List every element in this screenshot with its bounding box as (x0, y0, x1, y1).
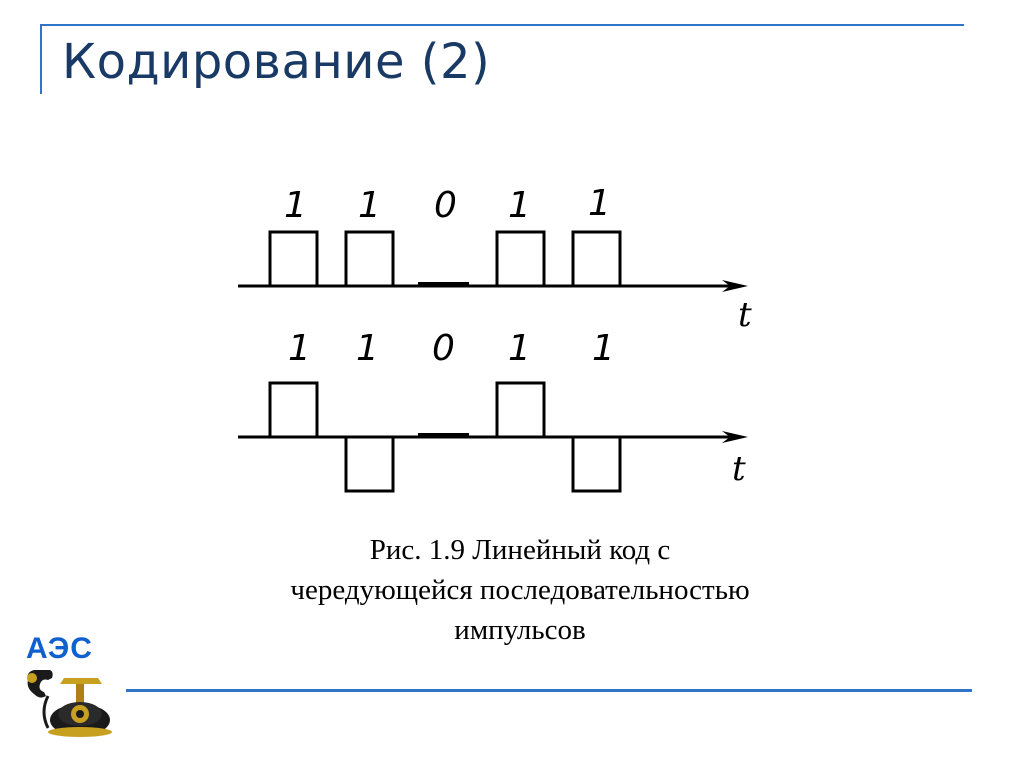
bit-label-1-4: 1 (508, 185, 531, 226)
bit-label-1-2: 1 (358, 185, 381, 226)
bit-label-2-5: 1 (592, 328, 615, 369)
pulse-1-2 (344, 230, 395, 288)
pulse-1-5 (571, 230, 622, 288)
row-alternating (238, 381, 740, 493)
pulse-1-1 (268, 230, 319, 288)
arrow-head-1 (722, 280, 748, 292)
top-rule (40, 24, 964, 26)
telephone-icon (27, 670, 112, 737)
pulse-2-2 (344, 435, 395, 493)
axis-label-t-2: t (732, 449, 746, 489)
pulse-2-4 (495, 381, 546, 439)
pulse-1-4 (495, 230, 546, 288)
caption-line-3: импульсов (454, 614, 586, 646)
slide-title: Кодирование (2) (62, 34, 491, 90)
bit-label-2-2: 1 (356, 328, 379, 369)
aes-logo: АЭС (18, 632, 128, 742)
arrow-head-2 (722, 431, 748, 443)
pulse-2-1 (268, 381, 319, 439)
figure-caption: Рис. 1.9 Линейный код с чередующейся пос… (230, 530, 810, 650)
bit-label-1-5: 1 (588, 183, 611, 224)
logo-text: АЭС (26, 632, 93, 665)
bit-label-2-3: 0 (432, 328, 455, 369)
axis-label-t-1: t (738, 295, 752, 335)
caption-line-1: Рис. 1.9 Линейный код с (369, 534, 671, 566)
bit-label-2-1: 1 (288, 328, 311, 369)
bit-label-1-3: 0 (434, 185, 457, 226)
bottom-rule (126, 689, 972, 692)
row-unipolar (238, 230, 740, 288)
bit-label-1-1: 1 (284, 185, 307, 226)
caption-line-2: чередующейся последовательностью (290, 574, 750, 606)
title-accent-bar (40, 24, 42, 94)
bit-label-2-4: 1 (508, 328, 531, 369)
pulse-2-5 (571, 435, 622, 493)
